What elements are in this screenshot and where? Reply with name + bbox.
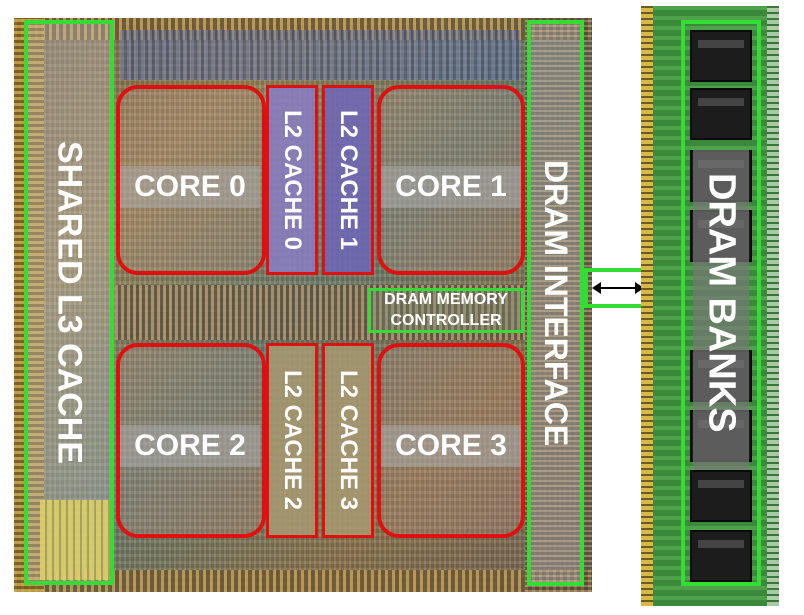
l2-cache-2-region: [266, 343, 318, 538]
shared-l3-cache-label: SHARED L3 CACHE: [50, 140, 89, 465]
l2-cache-1-fill: [322, 85, 374, 275]
core-1-label: CORE 1: [381, 166, 521, 208]
dram-interface-region: [527, 20, 584, 586]
l2-cache-3-fill: [322, 343, 374, 538]
dram-module-edge: [767, 6, 779, 606]
l2-cache-2-fill: [266, 343, 318, 538]
l2-cache-0-region: [266, 85, 318, 275]
die-top-logic-block: [120, 30, 520, 80]
shared-l3-cache-region: [24, 20, 114, 585]
dram-chip: [690, 470, 752, 522]
dram-memory-controller-label-line2: CONTROLLER: [390, 312, 502, 329]
core-2-label: CORE 2: [120, 425, 260, 467]
dram-banks-label: DRAM BANKS: [700, 173, 743, 433]
l3-cache-array: [40, 500, 112, 580]
dram-banks-label-background: [693, 150, 749, 470]
dram-banks-region: [681, 20, 761, 586]
l2-cache-1-label: L2 CACHE 1: [335, 109, 362, 251]
l2-cache-3-label: L2 CACHE 3: [335, 370, 362, 511]
bidirectional-arrow-icon: [592, 282, 644, 294]
dram-memory-controller-label-line1: DRAM MEMORY: [384, 291, 508, 308]
dram-module-pins: [641, 6, 653, 606]
die-bottom-edge: [14, 570, 592, 592]
l2-cache-0-fill: [266, 85, 318, 275]
l2-cache-1-region: [322, 85, 374, 275]
die-left-edge: [14, 18, 44, 592]
dram-chip: [690, 30, 752, 82]
core-3-label: CORE 3: [381, 425, 521, 467]
l2-cache-0-label: L2 CACHE 0: [279, 109, 306, 251]
dram-memory-controller-region: [368, 288, 524, 333]
dram-interface-label: DRAM INTERFACE: [538, 159, 574, 447]
l2-cache-3-region: [322, 343, 374, 538]
l2-cache-2-label: L2 CACHE 2: [279, 370, 306, 511]
core-0-label: CORE 0: [120, 166, 260, 208]
dram-chip: [690, 530, 752, 582]
dram-chip: [690, 88, 752, 140]
